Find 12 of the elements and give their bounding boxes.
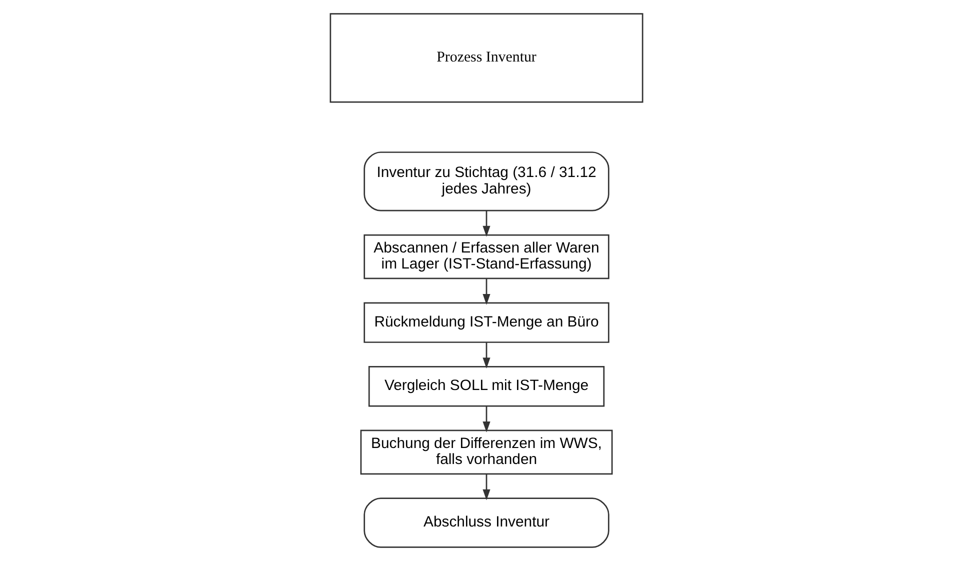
node-box: Buchung der Differenzen im WWS, falls vorhanden (360, 430, 612, 475)
arrow (482, 474, 490, 500)
node-box: Vergleich SOLL mit IST-Menge (368, 366, 604, 407)
node-box: Abschluss Inventur (363, 498, 609, 548)
arrow (482, 278, 490, 305)
node-box: Abscannen / Erfassen aller Waren im Lager (IST-Stand-Erfassung) (363, 234, 609, 280)
node-box: Rückmeldung IST-Menge an Büro (363, 302, 609, 343)
node-box: Prozess Inventur (329, 13, 643, 103)
arrow (482, 342, 490, 369)
arrow (482, 406, 490, 432)
node-box: Inventur zu Stichtag (31.6 / 31.12 jedes Jahres) (363, 152, 609, 212)
arrow (482, 210, 490, 237)
